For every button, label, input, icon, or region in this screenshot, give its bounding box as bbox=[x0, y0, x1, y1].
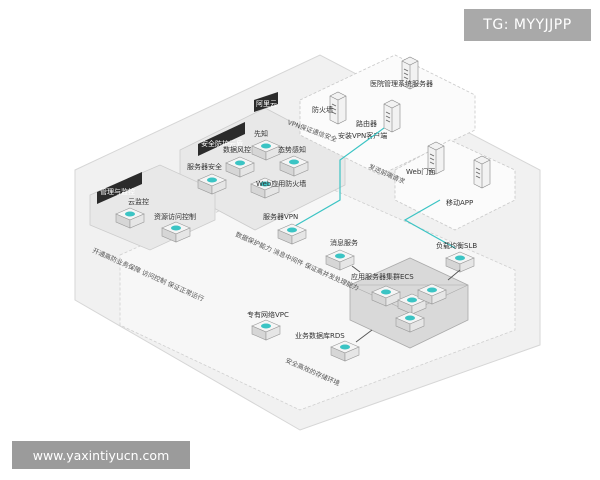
mgmt-server-label: 医院管理系统服务器 bbox=[370, 79, 433, 88]
waf-label: Web应用防火墙 bbox=[256, 179, 306, 188]
ecs-to-rds-arrow bbox=[355, 329, 373, 343]
situation-label: 态势感知 bbox=[278, 145, 306, 154]
svg-text:管理与监控: 管理与监控 bbox=[100, 187, 135, 196]
router-tower bbox=[383, 99, 401, 133]
access-ctrl-label: 资源访问控制 bbox=[154, 212, 196, 221]
message-label: 消息服务 bbox=[330, 238, 358, 247]
data-risk-label: 数据风控 bbox=[223, 145, 251, 154]
slb-label: 负载均衡SLB bbox=[436, 241, 477, 250]
message-to-ecs-arrow bbox=[351, 265, 361, 273]
svg-text:安全防护云盾: 安全防护云盾 bbox=[201, 139, 243, 148]
slb-to-ecs-arrow bbox=[447, 269, 461, 281]
vpn-client-label: 安装VPN客户端 bbox=[338, 131, 387, 140]
management-label: 管理与监控 bbox=[97, 172, 142, 204]
vpc-label: 专有网络VPC bbox=[247, 310, 289, 319]
rds-label: 业务数据库RDS bbox=[295, 331, 345, 340]
firewall-label: 防火墙 bbox=[312, 105, 333, 114]
aliyun-label: 阿里云 bbox=[254, 92, 278, 112]
web-portal-label: Web门面 bbox=[406, 167, 435, 176]
mobile-app-label: 移动APP bbox=[446, 198, 473, 207]
know-label: 先知 bbox=[254, 129, 268, 138]
tg-watermark: TG: MYYJJPP bbox=[464, 9, 591, 41]
cloud-monitor-label: 云监控 bbox=[128, 197, 149, 206]
ecs-cluster bbox=[349, 257, 469, 349]
vpn-label: 服务器VPN bbox=[263, 212, 298, 221]
client-request-connection bbox=[403, 199, 456, 249]
router-label: 路由器 bbox=[356, 119, 377, 128]
ecs-label: 应用服务器集群ECS bbox=[351, 272, 414, 281]
svg-text:阿里云: 阿里云 bbox=[256, 99, 277, 108]
mobile-app-tower bbox=[473, 155, 491, 189]
url-watermark: www.yaxintiyucn.com bbox=[12, 441, 190, 469]
security-cloud-label: 安全防护云盾 bbox=[198, 122, 245, 156]
server-sec-label: 服务器安全 bbox=[187, 162, 222, 171]
vpn-connection bbox=[287, 127, 385, 231]
